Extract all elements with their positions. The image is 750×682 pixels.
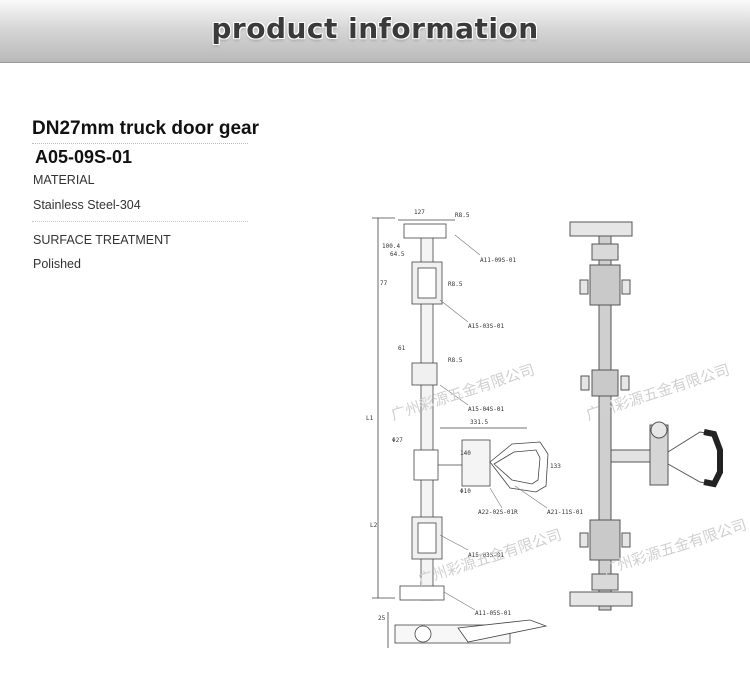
dim-r1: R8.5: [455, 212, 470, 219]
surface-label: SURFACE TREATMENT: [33, 233, 171, 247]
part-label: A15-03S-01: [468, 552, 505, 559]
dim-61: 61: [398, 345, 406, 352]
material-label: MATERIAL: [33, 173, 95, 187]
dim-phi27: Φ27: [392, 437, 403, 444]
header-banner: product information: [0, 0, 750, 63]
dim-331-5: 331.5: [470, 419, 488, 426]
dim-l1: L1: [366, 415, 374, 422]
dim-133: 133: [550, 463, 561, 470]
banner-title: product information: [211, 12, 539, 45]
dim-127: 127: [414, 209, 425, 216]
dim-25: 25: [378, 615, 386, 622]
dim-r3: R8.5: [448, 357, 463, 364]
dim-phi10: Φ10: [460, 488, 471, 495]
product-model: A05-09S-01: [35, 147, 133, 167]
part-label: A21-11S-01: [547, 509, 584, 516]
product-title: DN27mm truck door gear: [32, 118, 260, 139]
material-value: Stainless Steel-304: [33, 198, 141, 212]
title-divider: [32, 143, 248, 144]
dim-l2: L2: [370, 522, 378, 529]
part-label: A15-03S-01: [468, 323, 505, 330]
part-label: A11-05S-01: [475, 610, 512, 617]
dim-140: 140: [460, 450, 471, 457]
dim-100-4: 100.4: [382, 243, 400, 250]
dim-64-5: 64.5: [390, 251, 405, 258]
dim-77: 77: [380, 280, 388, 287]
part-label: A11-09S-01: [480, 257, 517, 264]
dim-r2: R8.5: [448, 281, 463, 288]
part-label: A15-04S-01: [468, 406, 505, 413]
technical-drawing: 127 R8.5 100.4 64.5 77 R8.5 61 R8.5 L1 Φ…: [366, 209, 723, 648]
surface-value: Polished: [33, 257, 81, 271]
part-label: A22-02S-01R: [478, 509, 518, 516]
material-divider: [32, 221, 248, 222]
